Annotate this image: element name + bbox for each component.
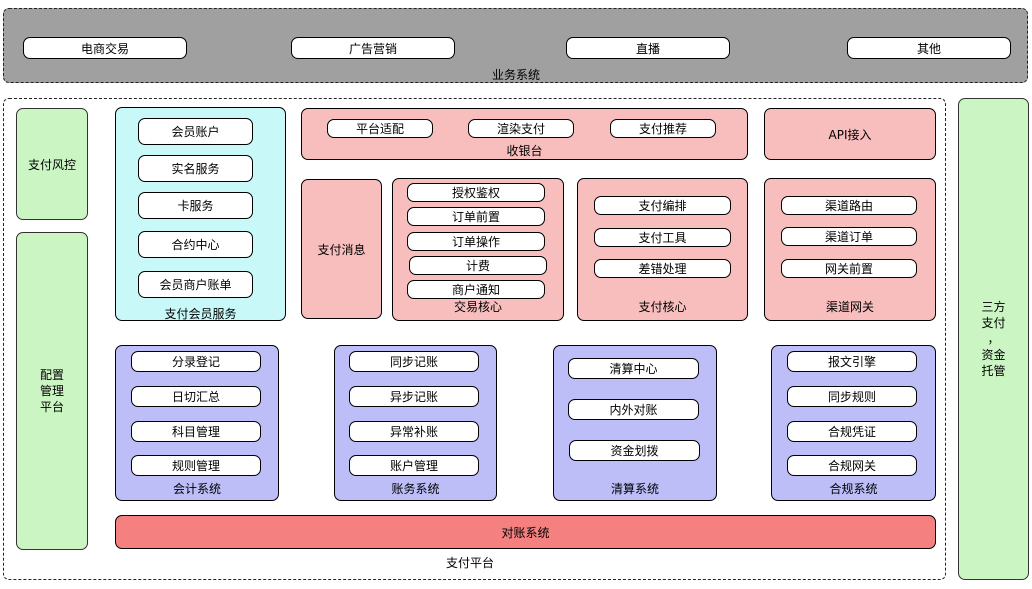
clearing-system-title: 清算系统 — [610, 482, 659, 496]
payment-recommend[interactable]: 支付推荐 — [610, 119, 716, 138]
compliance-gateway[interactable]: 合规网关 — [787, 455, 917, 476]
business-item-livestream[interactable]: 直播 — [566, 37, 730, 59]
auth-verification[interactable]: 授权鉴权 — [407, 183, 545, 202]
business-item-ecommerce[interactable]: 电商交易 — [23, 37, 187, 59]
async-bookkeeping[interactable]: 异步记账 — [349, 386, 479, 407]
cashier-title: 收银台 — [506, 144, 543, 158]
business-item-advertising[interactable]: 广告营销 — [291, 37, 455, 59]
sync-bookkeeping[interactable]: 同步记账 — [349, 351, 479, 372]
compliance-voucher[interactable]: 合规凭证 — [787, 421, 917, 442]
contract-center[interactable]: 合约中心 — [138, 231, 253, 258]
payment-orchestration[interactable]: 支付编排 — [594, 196, 731, 215]
compliance-system-title: 合规系统 — [829, 482, 878, 496]
exception-reposting[interactable]: 异常补账 — [349, 421, 479, 442]
clearing-center[interactable]: 清算中心 — [568, 358, 699, 379]
order-prefront[interactable]: 订单前置 — [407, 207, 545, 226]
sync-rules[interactable]: 同步规则 — [787, 386, 917, 407]
api-access[interactable]: API接入 — [764, 108, 936, 160]
account-management[interactable]: 账户管理 — [349, 455, 479, 476]
payment-platform-region — [3, 98, 946, 580]
payment-platform-title: 支付平台 — [445, 556, 494, 570]
error-handling[interactable]: 差错处理 — [594, 259, 731, 278]
channel-gateway-title: 渠道网关 — [825, 300, 874, 314]
channel-order[interactable]: 渠道订单 — [781, 227, 917, 246]
trade-core-title: 交易核心 — [453, 300, 502, 314]
channel-routing[interactable]: 渠道路由 — [781, 196, 917, 215]
merchant-notify[interactable]: 商户通知 — [407, 280, 545, 299]
payment-risk-control[interactable]: 支付风控 — [16, 108, 88, 220]
ledger-system-title: 账务系统 — [391, 482, 440, 496]
reconciliation-system[interactable]: 对账系统 — [115, 515, 936, 549]
order-operation[interactable]: 订单操作 — [407, 232, 545, 251]
card-service[interactable]: 卡服务 — [138, 192, 253, 219]
payment-tools[interactable]: 支付工具 — [594, 228, 731, 247]
journal-entry[interactable]: 分录登记 — [131, 351, 261, 372]
rule-management[interactable]: 规则管理 — [131, 455, 261, 476]
subject-management[interactable]: 科目管理 — [131, 421, 261, 442]
member-merchant-bill[interactable]: 会员商户账单 — [138, 271, 253, 298]
config-management-platform[interactable]: 配置 管理 平台 — [16, 232, 88, 550]
payment-core-title: 支付核心 — [638, 300, 687, 314]
payment-message[interactable]: 支付消息 — [301, 179, 382, 319]
business-item-other[interactable]: 其他 — [847, 37, 1011, 59]
real-name-service[interactable]: 实名服务 — [138, 155, 253, 182]
daily-cutoff-summary[interactable]: 日切汇总 — [131, 386, 261, 407]
fund-transfer[interactable]: 资金划拨 — [569, 440, 700, 461]
member-service-title: 支付会员服务 — [164, 307, 237, 321]
accounting-system-title: 会计系统 — [172, 482, 221, 496]
message-engine[interactable]: 报文引擎 — [787, 351, 917, 372]
business-system-title: 业务系统 — [491, 68, 540, 82]
gateway-prefront[interactable]: 网关前置 — [781, 259, 917, 278]
member-account[interactable]: 会员账户 — [138, 118, 253, 145]
billing[interactable]: 计费 — [409, 256, 547, 275]
third-party-payment-custody[interactable]: 三方 支付 ， 资金 托管 — [958, 98, 1029, 580]
internal-external-reconcile[interactable]: 内外对账 — [568, 399, 699, 420]
platform-adapt[interactable]: 平台适配 — [327, 119, 433, 138]
render-payment[interactable]: 渲染支付 — [468, 119, 574, 138]
